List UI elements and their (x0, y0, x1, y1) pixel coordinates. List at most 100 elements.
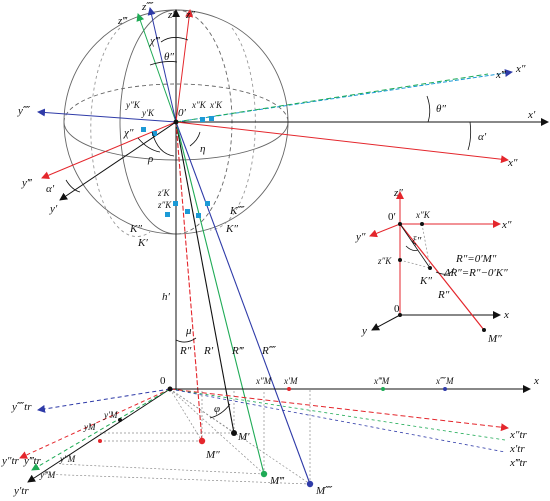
y-triple-prime-axis (41, 121, 177, 179)
label-ytr4: y⁗tr (11, 401, 32, 413)
label-zK2: z″K (157, 200, 172, 210)
inset-label-R: R″ (437, 289, 450, 301)
label-yM2: y″M (59, 454, 76, 464)
bottom-y-axis (27, 388, 171, 483)
label-x1right: x′ (527, 109, 536, 121)
label-xtr3: x‴tr (509, 457, 528, 469)
x2tr-axis (169, 388, 509, 432)
label-K2b: K″ (225, 223, 238, 235)
label-y3: y‴ (21, 177, 33, 189)
ray-m2 (175, 121, 203, 442)
label-M3: M‴ (269, 475, 285, 487)
label-R2a: R″ (179, 345, 192, 357)
label-origin: 0 (160, 375, 166, 387)
point-xM4 (443, 387, 447, 391)
labels: z⁗ z‴ z′ z″ χ‴ θ″ x‴ x″ x′ x″ θ″ α′ y⁗ y… (1, 1, 539, 497)
point-m3 (260, 470, 268, 478)
label-K2: K″ (129, 223, 142, 235)
bottom-origin-point (167, 386, 173, 392)
label-theta2mid: θ″ (436, 103, 446, 115)
label-chi2: χ″ (123, 127, 134, 139)
label-yK1: y′K (141, 108, 155, 118)
point-m4 (306, 480, 314, 488)
label-xM1: x′M (283, 376, 298, 386)
label-yM1: y′M (103, 410, 118, 420)
z-triple-prime-axis (136, 13, 177, 123)
label-eta: η (200, 143, 205, 155)
label-theta2: θ″ (164, 51, 174, 63)
label-R1: R′ (203, 345, 214, 357)
point-m1 (231, 430, 237, 436)
y3tr-axis (31, 388, 171, 471)
label-K4: K⁗ (229, 205, 245, 217)
x4tr-axis (169, 388, 506, 453)
ray-m3 (175, 121, 265, 475)
inset-label-M: M″ (487, 333, 502, 345)
inset-eq1: R″=0′M″ (455, 253, 497, 265)
label-M4: M⁗ (315, 485, 333, 497)
label-z4: z⁗ (141, 1, 154, 13)
x3tr-axis (169, 388, 506, 441)
inset-label-zK: z″K (377, 256, 392, 266)
label-xaxis: x (533, 375, 539, 387)
ray-m1 (175, 121, 235, 434)
ray-m4 (175, 121, 311, 485)
y4tr-axis (37, 388, 171, 413)
label-x2top: x″ (515, 63, 526, 75)
inset-label-xi: ξ″ (412, 235, 422, 247)
label-xK1: x′K (209, 100, 223, 110)
label-yK2: y″K (125, 100, 141, 110)
label-ytr2: y″tr (1, 455, 20, 467)
label-xtr2: x″tr (509, 429, 528, 441)
x-triple-prime-axis (175, 73, 489, 123)
inset-label-y2: y″ (355, 231, 366, 243)
label-y4: y⁗ (17, 105, 31, 117)
label-phi: φ (214, 403, 220, 415)
inset-label-xK: x″K (415, 210, 431, 220)
label-z1: z′ (167, 9, 175, 21)
label-xM4: x⁗M (435, 376, 454, 386)
label-K1: K′ (137, 237, 148, 249)
label-M2: M″ (205, 449, 220, 461)
label-R4: R⁗ (261, 345, 277, 357)
label-x3top: x‴ (495, 69, 507, 81)
z-quad-prime-axis (147, 7, 177, 123)
label-alpha1r: α′ (478, 131, 487, 143)
inset-label-0: 0′ (388, 211, 396, 223)
z-double-prime-axis (175, 9, 194, 123)
label-z2: z″ (185, 9, 195, 21)
inset-eq2: ΔR″=R″−0′K″ (443, 267, 508, 279)
inset-diagram (369, 191, 501, 332)
label-xtr1: x′tr (509, 443, 525, 455)
label-alpha1l: α′ (46, 183, 55, 195)
y-quad-prime-axis (37, 108, 177, 123)
label-xM2: x″M (255, 376, 272, 386)
inset-label-0b: 0 (394, 303, 400, 315)
label-chi3: χ‴ (149, 35, 161, 47)
inset-label-xb: x (503, 309, 509, 321)
label-h1: h′ (162, 291, 171, 303)
label-zK1: z′K (157, 188, 170, 198)
x-double-prime-axis-mid (175, 121, 509, 164)
label-x2mid: x″ (507, 157, 518, 169)
projection-lines (39, 388, 311, 485)
label-yM3: y‴M (39, 470, 56, 480)
label-M1: M′ (237, 431, 250, 443)
label-mu: μ (185, 325, 192, 337)
label-yM: yM (83, 422, 96, 432)
inset-label-z: z″ (393, 187, 403, 199)
k-sensors (141, 116, 214, 218)
inset-label-yb: y (361, 325, 367, 337)
point-xM1 (287, 387, 291, 391)
label-xM3: x‴M (373, 376, 390, 386)
label-ytr1: y′tr (13, 485, 29, 497)
inset-label-K: K″ (419, 275, 432, 287)
angle-arcs (65, 37, 472, 419)
label-rho: ρ (147, 153, 153, 165)
label-ytr3: y‴tr (23, 455, 42, 467)
point-yM (98, 439, 102, 443)
point-m2 (198, 437, 206, 445)
inset-label-x: x″ (501, 219, 512, 231)
point-xM3 (381, 387, 385, 391)
